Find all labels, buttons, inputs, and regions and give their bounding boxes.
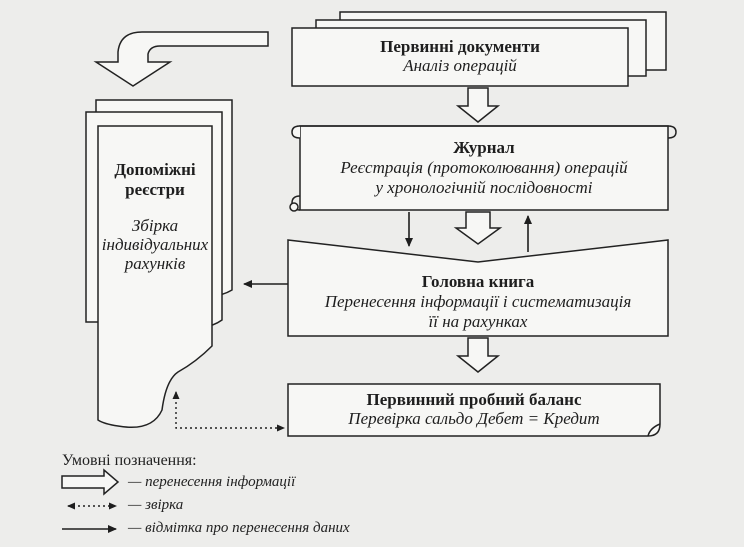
transfer-arrow-docs-to-journal (455, 87, 501, 123)
trial-balance-shape (287, 383, 661, 437)
primary-documents-stack (291, 11, 667, 87)
primary-documents-subtitle: Аналіз операцій (403, 56, 517, 75)
general-ledger-shape (287, 239, 669, 337)
subsidiary-registers-title-line1: Допоміжні (114, 160, 196, 179)
legend-hollow-arrow-icon (61, 468, 120, 496)
subsidiary-registers-subtitle-line1: Збірка (131, 216, 179, 235)
legend-item-posting-mark: — відмітка про перенесення даних (128, 520, 350, 536)
journal-scroll (289, 125, 677, 212)
legend-item-transfer: — перенесення інформації (128, 474, 296, 490)
subsidiary-registers-title-line2: реєстри (125, 180, 185, 199)
subsidiary-registers-subtitle-line3: рахунків (124, 254, 186, 273)
curved-transfer-arrow (93, 31, 269, 87)
transfer-arrow-ledger-to-balance (455, 337, 501, 373)
journal-subtitle-line2: у хронологічній послідовності (375, 178, 593, 197)
subsidiary-registers-stack (85, 99, 233, 428)
dotted-reconciliation-arrow (172, 391, 285, 432)
journal-subtitle-line1: Реєстрація (протоколювання) операцій (340, 158, 628, 177)
primary-documents-title: Первинні документи (380, 37, 540, 56)
general-ledger-title: Головна книга (421, 272, 535, 291)
legend-item-reconciliation: — звірка (128, 497, 184, 513)
trial-balance-title: Первинний пробний баланс (366, 390, 582, 409)
legend-title: Умовні позначення: (62, 452, 197, 469)
general-ledger-subtitle-line2: її на рахунках (428, 312, 528, 331)
general-ledger-subtitle-line1: Перенесення інформації і систематизація (324, 292, 632, 311)
journal-title: Журнал (453, 138, 515, 157)
transfer-arrow-journal-to-ledger (453, 211, 503, 245)
trial-balance-subtitle: Перевірка сальдо Дебет = Кредит (348, 409, 600, 428)
subsidiary-registers-subtitle-line2: індивідуальних (101, 235, 209, 254)
